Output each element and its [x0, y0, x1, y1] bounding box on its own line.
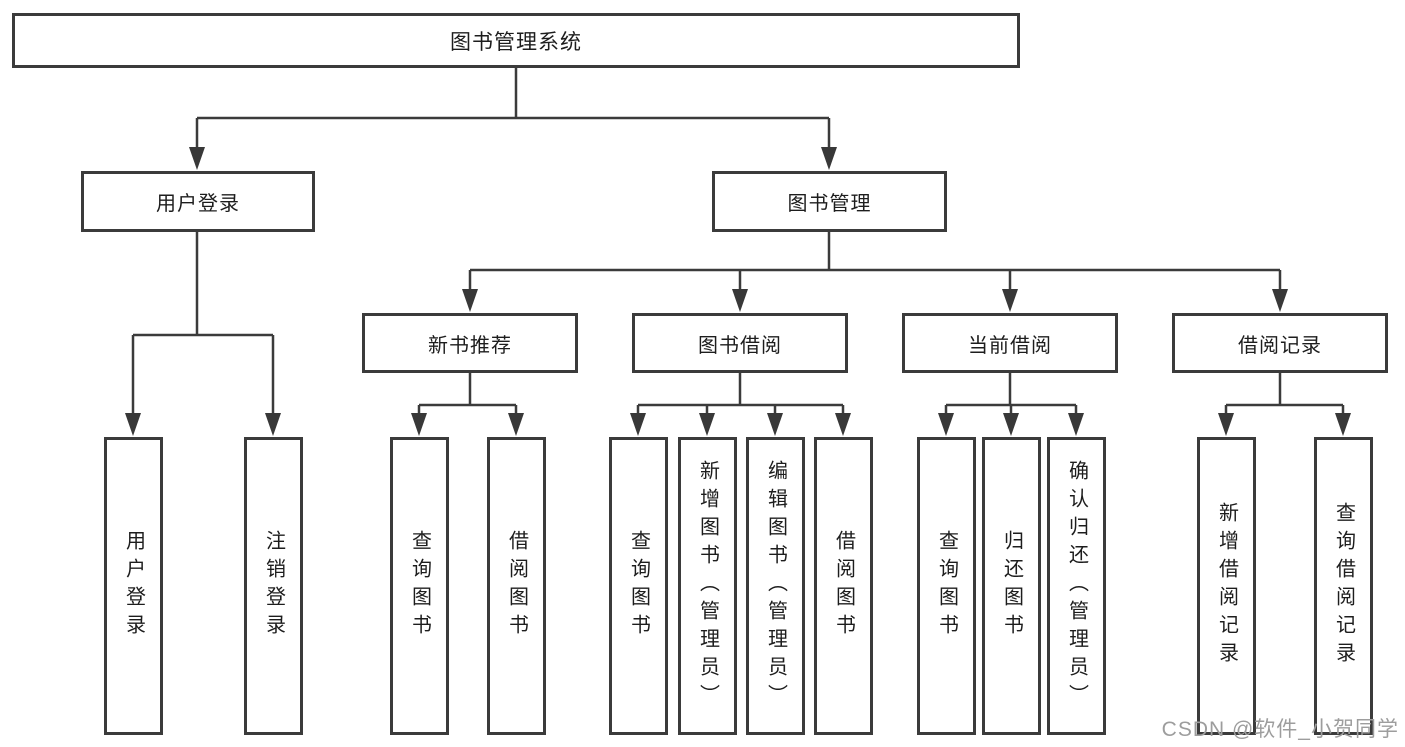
leaf-newbook-borrow-books: 借阅图书: [487, 437, 546, 735]
leaf-label: 查询图书: [935, 530, 958, 642]
leaf-label: 查询图书: [627, 530, 650, 642]
watermark: CSDN @软件_小贺同学: [1161, 718, 1399, 741]
node-book-management: 图书管理: [712, 171, 947, 232]
node-new-book-recommendation: 新书推荐: [362, 313, 578, 373]
leaf-label: 借阅图书: [832, 530, 855, 642]
node-library-management-system: 图书管理系统: [12, 13, 1020, 68]
leaf-current-return-books: 归还图书: [982, 437, 1041, 735]
leaf-borrowing-query-books: 查询图书: [609, 437, 668, 735]
node-user-login-branch: 用户登录: [81, 171, 315, 232]
leaf-label: 查询图书: [408, 530, 431, 642]
leaf-label: 确认归还（管理员）: [1065, 460, 1088, 712]
leaf-label: 借阅图书: [505, 530, 528, 642]
leaf-current-query-books: 查询图书: [917, 437, 976, 735]
node-current-borrowing: 当前借阅: [902, 313, 1118, 373]
leaf-logout-login: 注销登录: [244, 437, 303, 735]
leaf-label: 新增借阅记录: [1215, 502, 1238, 670]
leaf-borrowing-edit-books-admin: 编辑图书（管理员）: [746, 437, 805, 735]
leaf-newbook-query-books: 查询图书: [390, 437, 449, 735]
node-borrowing-records: 借阅记录: [1172, 313, 1388, 373]
leaf-borrowing-add-books-admin: 新增图书（管理员）: [678, 437, 737, 735]
leaf-records-add-borrow-record: 新增借阅记录: [1197, 437, 1256, 735]
leaf-borrowing-borrow-books: 借阅图书: [814, 437, 873, 735]
leaf-label: 用户登录: [122, 530, 145, 642]
leaf-records-query-borrow-record: 查询借阅记录: [1314, 437, 1373, 735]
leaf-label: 归还图书: [1000, 530, 1023, 642]
leaf-label: 注销登录: [262, 530, 285, 642]
leaf-current-confirm-return-admin: 确认归还（管理员）: [1047, 437, 1106, 735]
leaf-user-login: 用户登录: [104, 437, 163, 735]
leaf-label: 新增图书（管理员）: [696, 460, 719, 712]
node-book-borrowing: 图书借阅: [632, 313, 848, 373]
leaf-label: 查询借阅记录: [1332, 502, 1355, 670]
leaf-label: 编辑图书（管理员）: [764, 460, 787, 712]
